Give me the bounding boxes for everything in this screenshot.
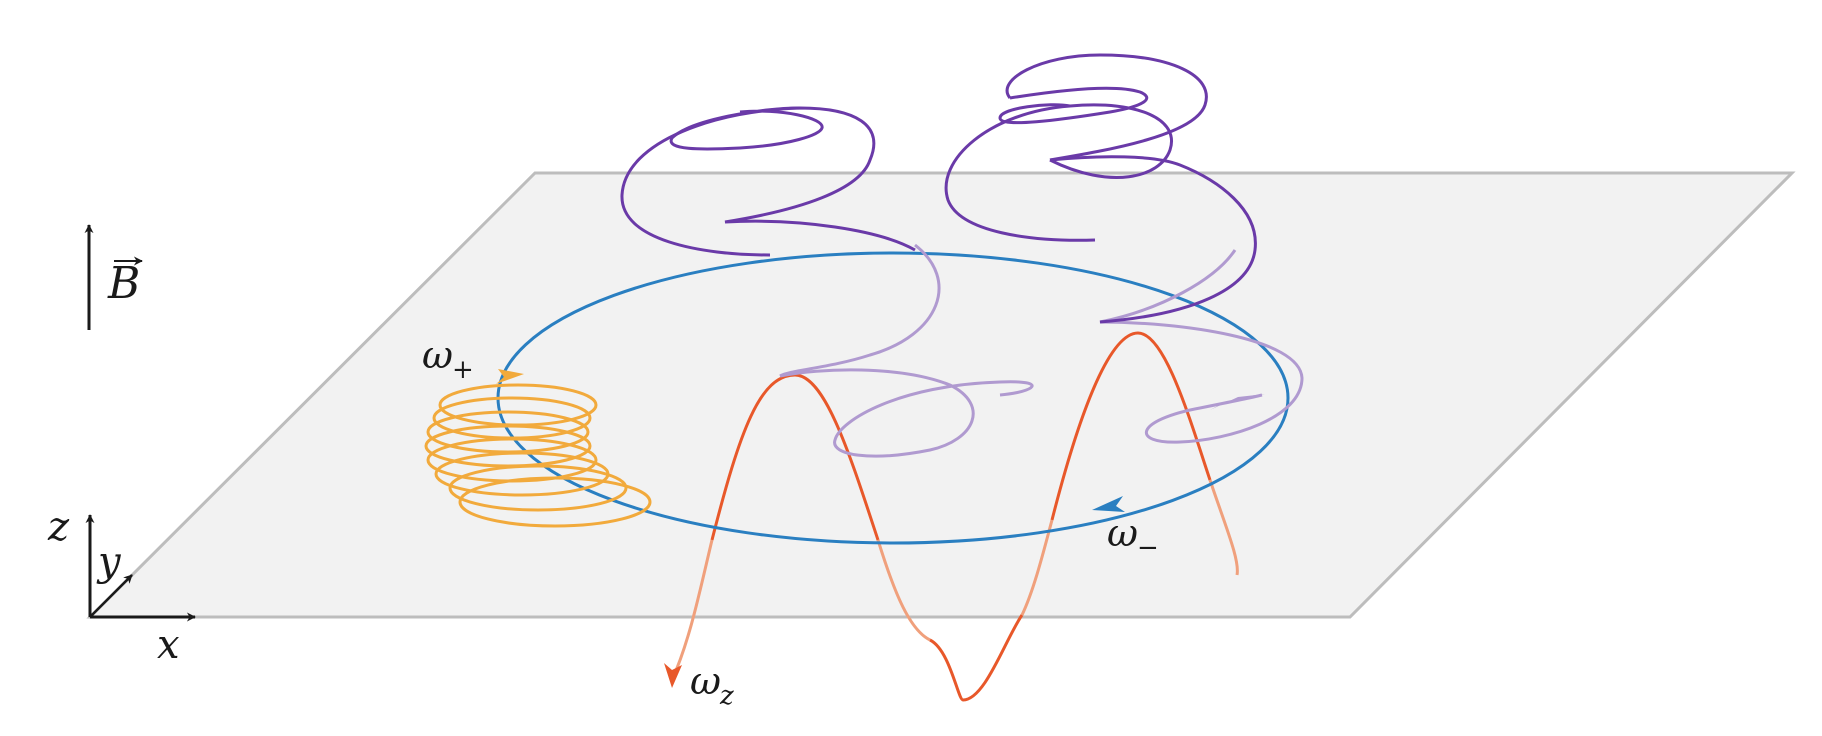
omega-plus-symbol: ω [422, 333, 453, 377]
axial-trajectory-faded-mid [876, 539, 931, 642]
axis-label-x: x [157, 622, 180, 668]
omega-minus-label: ω − [1107, 511, 1159, 563]
axial-trajectory-faded-tail [670, 539, 714, 681]
omega-z-symbol: ω [690, 659, 721, 703]
xy-plane [86, 171, 1796, 619]
omega-minus-symbol: ω [1107, 511, 1138, 555]
omega-z-label: ω z [690, 659, 734, 711]
axis-label-z: z [47, 504, 70, 550]
axial-trajectory-second-peak [1050, 331, 1212, 521]
omega-minus-subscript: − [1137, 533, 1159, 563]
omega-plus-label: ω + [422, 333, 474, 385]
omega-plus-subscript: + [452, 355, 474, 385]
cyclotron-arrowhead [496, 369, 524, 384]
axial-trajectory-front [710, 373, 880, 541]
axial-oscillation-trajectory [670, 331, 1239, 702]
cyclotron-spiral [424, 383, 652, 528]
y-axis [89, 574, 133, 618]
epicycle-faded-loops [779, 243, 1304, 458]
axial-trajectory-faded-end [1208, 479, 1239, 576]
magnetron-arrowhead [1092, 496, 1125, 512]
b-field-label: B [107, 258, 140, 309]
axis-label-y: y [96, 539, 122, 585]
axial-arrowhead [664, 663, 682, 688]
omega-z-subscript: z [719, 681, 734, 711]
coordinate-axes: z y x [47, 504, 196, 668]
epicycle-dark-loops [620, 53, 1257, 324]
axial-trajectory-bottom [929, 614, 1024, 702]
